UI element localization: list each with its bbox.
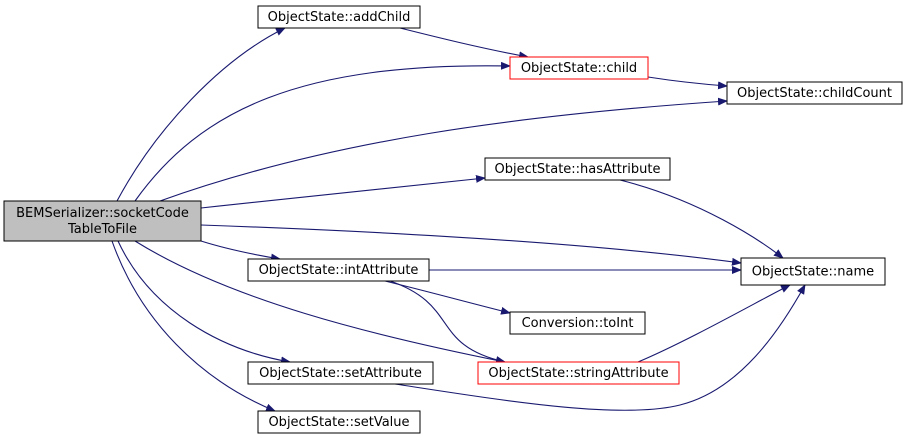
edge-root-to-addChild [116, 27, 286, 202]
node-box [247, 258, 430, 282]
node-box [3, 200, 202, 242]
edge-line [116, 27, 286, 202]
node-box [477, 361, 680, 385]
node-box [509, 311, 646, 335]
node-label: ObjectState::setAttribute [259, 366, 422, 381]
node-stringAttribute[interactable]: ObjectState::stringAttribute [477, 361, 680, 385]
node-label: Conversion::toInt [522, 316, 634, 331]
node-addChild[interactable]: ObjectState::addChild [257, 5, 421, 29]
edge-line [159, 97, 728, 202]
edge-root-to-name [200, 224, 742, 266]
node-label: ObjectState::childCount [737, 86, 892, 101]
node-box [740, 257, 886, 286]
node-setAttribute[interactable]: ObjectState::setAttribute [247, 361, 434, 385]
edge-hasAttribute-to-name [619, 179, 784, 259]
edge-root-to-setAttribute [117, 240, 291, 365]
node-label: BEMSerializer::socketCode [16, 206, 189, 221]
node-childCount[interactable]: ObjectState::childCount [726, 81, 903, 105]
edge-root-to-hasAttribute [200, 174, 486, 209]
edge-child-to-childCount [647, 76, 728, 90]
edge-stringAttribute-to-name [637, 284, 791, 363]
node-box [247, 361, 434, 385]
node-box [257, 410, 421, 434]
edges-layer [111, 27, 806, 412]
edge-line [637, 284, 791, 363]
nodes-layer: BEMSerializer::socketCodeTableToFileObje… [3, 5, 903, 434]
edge-line [111, 240, 276, 412]
edge-line [200, 240, 281, 262]
edge-line [134, 240, 506, 365]
edge-line [200, 224, 742, 266]
edge-root-to-child [134, 61, 511, 202]
edge-line [399, 27, 529, 60]
edge-root-to-childCount [159, 97, 728, 202]
edge-root-to-setValue [111, 240, 276, 412]
node-toInt[interactable]: Conversion::toInt [509, 311, 646, 335]
edge-intAttribute-to-stringAttribute [389, 280, 506, 364]
edge-line [384, 280, 511, 315]
edge-line [619, 179, 784, 259]
edge-addChild-to-child [399, 27, 529, 60]
edge-line [117, 240, 291, 365]
edge-line [647, 76, 728, 90]
node-box [509, 56, 649, 80]
node-intAttribute[interactable]: ObjectState::intAttribute [247, 258, 430, 282]
node-child[interactable]: ObjectState::child [509, 56, 649, 80]
node-label: ObjectState::child [521, 61, 637, 76]
edge-line [394, 284, 806, 411]
node-label: TableToFile [67, 222, 137, 237]
node-box [726, 81, 903, 105]
node-box [257, 5, 421, 29]
edge-root-to-intAttribute [200, 240, 281, 262]
node-setValue[interactable]: ObjectState::setValue [257, 410, 421, 434]
node-name[interactable]: ObjectState::name [740, 257, 886, 286]
node-label: ObjectState::setValue [268, 415, 409, 430]
node-label: ObjectState::hasAttribute [495, 162, 661, 177]
edge-setAttribute-to-name [394, 284, 806, 411]
node-hasAttribute[interactable]: ObjectState::hasAttribute [484, 157, 671, 181]
node-label: ObjectState::stringAttribute [488, 366, 668, 381]
node-label: ObjectState::intAttribute [259, 263, 419, 278]
node-label: ObjectState::name [752, 265, 874, 280]
node-label: ObjectState::addChild [268, 10, 411, 25]
node-box [484, 157, 671, 181]
edge-line [200, 174, 486, 209]
edge-line [134, 61, 511, 202]
edge-root-to-stringAttribute [134, 240, 506, 365]
edge-intAttribute-to-toInt [384, 280, 511, 315]
edge-line [389, 280, 506, 364]
